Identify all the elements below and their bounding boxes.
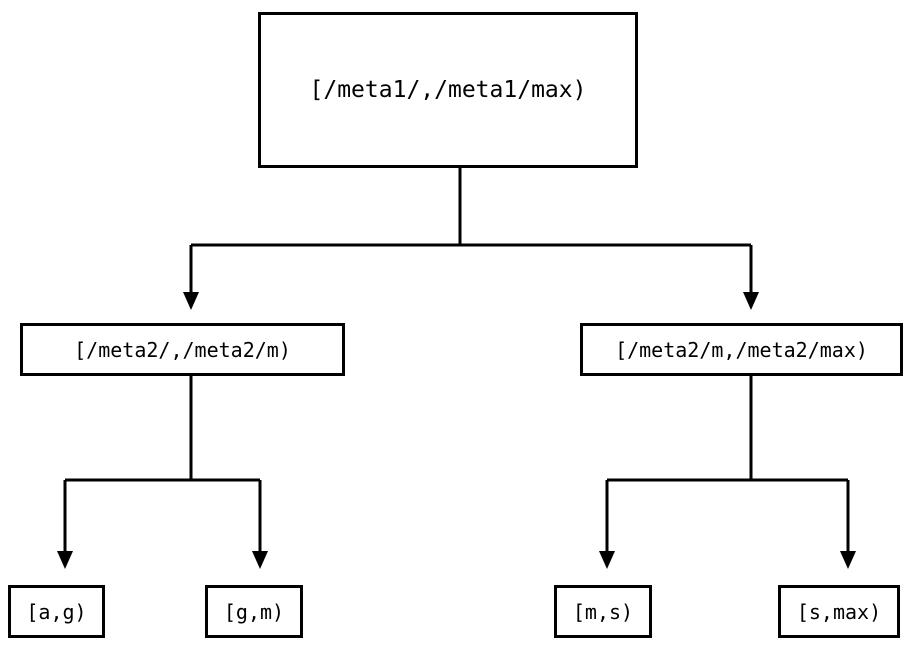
node-root[interactable]: [/meta1/,/meta1/max) [258, 12, 638, 168]
arrowhead-to-leaf-ms [599, 551, 615, 569]
node-mid-right[interactable]: [/meta2/m,/meta2/max) [580, 323, 903, 376]
arrowhead-to-mid-right [743, 292, 759, 310]
arrowhead-to-leaf-ag [57, 551, 73, 569]
node-leaf-ms[interactable]: [m,s) [554, 585, 652, 638]
node-leaf-ag[interactable]: [a,g) [8, 585, 105, 638]
arrowhead-to-leaf-gm [252, 551, 268, 569]
arrowhead-to-mid-left [183, 292, 199, 310]
node-leaf-smax[interactable]: [s,max) [778, 585, 900, 638]
arrowhead-to-leaf-smax [840, 551, 856, 569]
node-mid-left[interactable]: [/meta2/,/meta2/m) [20, 323, 345, 376]
node-leaf-gm[interactable]: [g,m) [205, 585, 303, 638]
